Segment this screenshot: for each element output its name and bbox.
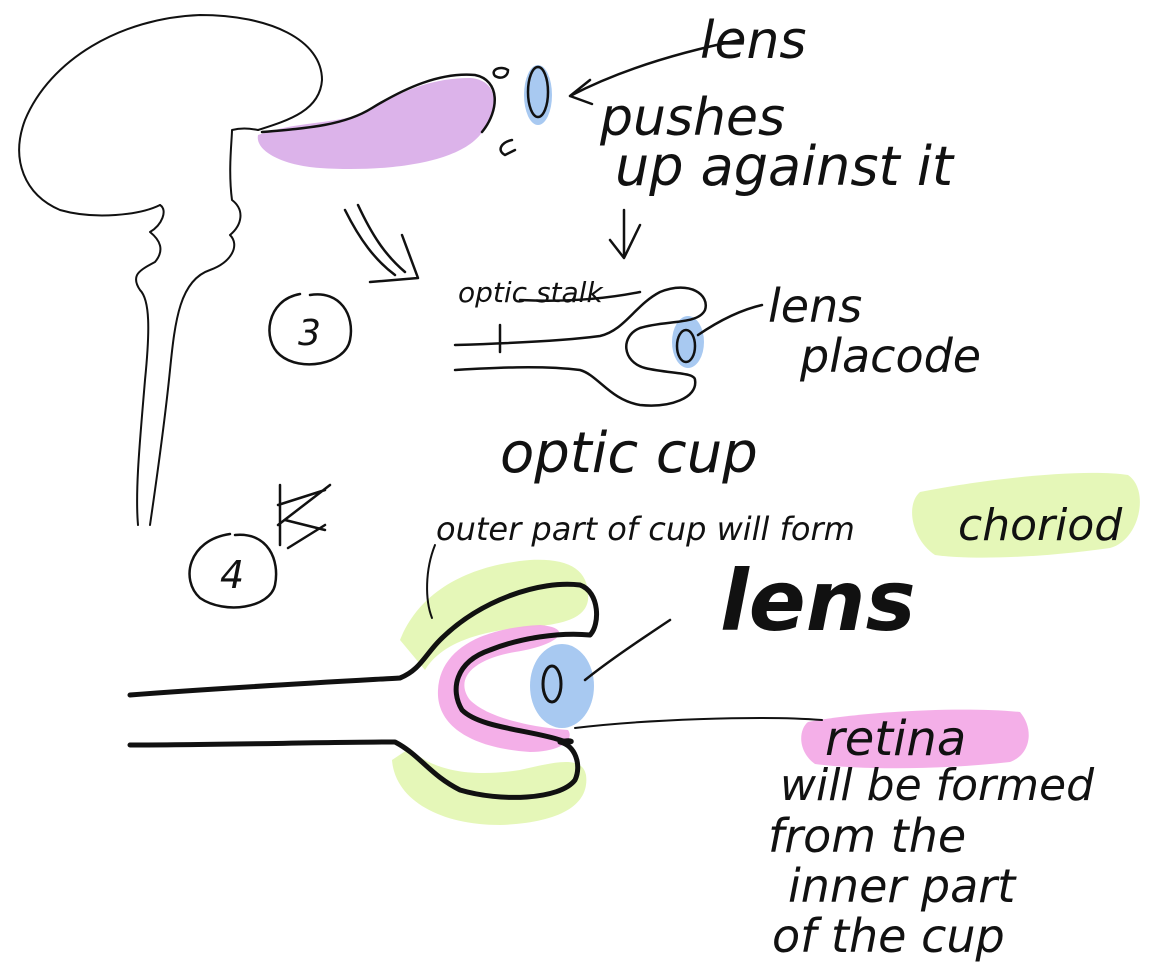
label-lens-placode-1: lens — [768, 279, 862, 333]
label-optic-cup: optic cup — [500, 421, 758, 486]
label-optic-stalk: optic stalk — [458, 276, 604, 309]
label-retina: retina — [825, 711, 966, 767]
arrow-retina — [575, 718, 822, 728]
arrow-lens-placode — [698, 305, 762, 335]
push-arrow-down — [501, 140, 515, 155]
label-retina-note-3: inner part — [788, 859, 1017, 913]
step-3-marker: 3 — [269, 294, 350, 364]
arrow-to-step-3 — [345, 205, 418, 282]
label-retina-note-2: from the — [768, 809, 966, 863]
label-outer-part: outer part of cup will form — [436, 510, 855, 548]
label-retina-note-4: of the cup — [772, 909, 1005, 963]
step-arrows — [278, 205, 640, 548]
arrow-down-optic-stalk — [610, 210, 640, 258]
label-lens-placode-2: placode — [799, 329, 981, 383]
push-arrow-up — [494, 68, 508, 78]
label-up-against-it: up against it — [615, 135, 955, 198]
label-retina-note-1: will be formed — [780, 760, 1095, 811]
arrow-to-step-4 — [278, 485, 330, 548]
step-4-number: 4 — [220, 553, 244, 597]
embryo-outline — [19, 15, 322, 525]
label-choroid: choriod — [958, 500, 1123, 551]
arrow-lens-big — [585, 620, 670, 680]
label-lens-top: lens — [700, 11, 807, 71]
step-4-marker: 4 — [190, 534, 277, 607]
step-3-number: 3 — [298, 313, 321, 354]
label-lens-big: lens — [720, 552, 916, 650]
optic-vesicle-highlight — [258, 78, 494, 169]
